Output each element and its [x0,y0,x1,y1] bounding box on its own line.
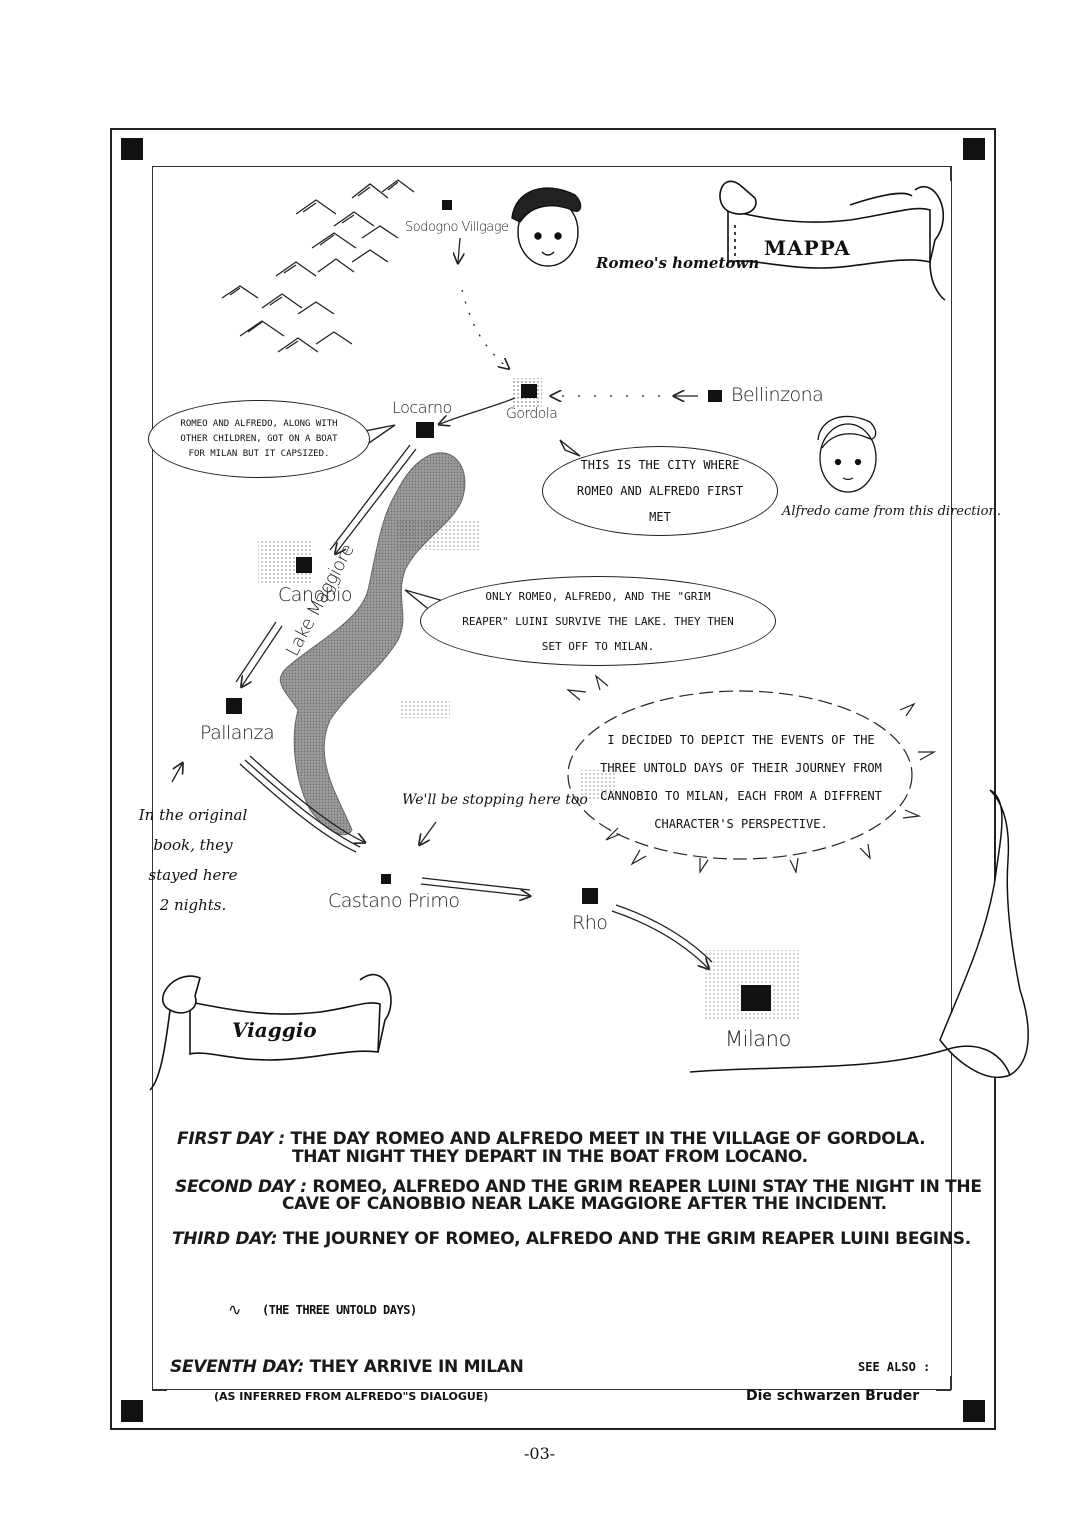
see-also-label: SEE ALSO : [858,1360,931,1374]
corner-hook-bl [152,1376,167,1391]
place-sodogno: Sodogno Villgage [405,220,509,235]
bubble-decided: I DECIDED TO DEPICT THE EVENTS OF THE TH… [600,733,882,831]
second-day-line2: CAVE OF CANOBBIO NEAR LAKE MAGGIORE AFTE… [282,1194,887,1214]
second-day-line1: SECOND DAY : ROMEO, ALFREDO AND THE GRIM… [175,1178,982,1196]
corner-ornament-br [963,1400,985,1422]
mountains [221,179,415,353]
city-markers [226,200,771,1011]
first-day-label: FIRST DAY : [177,1129,285,1149]
note-original-book-line: stayed here [148,866,238,884]
first-day-text: THE DAY ROMEO AND ALFREDO MEET IN THE VI… [290,1129,926,1149]
tilde-mark: ∿ [228,1300,242,1319]
see-also-title: Die schwarzen Bruder [746,1388,920,1404]
corner-ornament-tl [121,138,143,160]
place-rho: Rho [572,912,608,934]
banner-journey: Viaggio [232,1018,317,1042]
note-original-book-line: 2 nights. [159,896,227,914]
spiky-bubble-outline [566,674,937,874]
corner-ornament-bl [121,1400,143,1422]
scroll-ornament [689,789,1029,1078]
first-day-line2: THAT NIGHT THEY DEPART IN THE BOAT FROM … [292,1147,808,1167]
romeo-face [511,187,582,267]
viaggio-banner [149,973,392,1091]
inferred-note: (AS INFERRED FROM ALFREDO"S DIALOGUE) [214,1390,489,1403]
bubble-boat: ROMEO AND ALFREDO, ALONG WITH OTHER CHIL… [148,400,370,478]
page-frame-inner [152,166,952,1390]
seventh-day-text: THEY ARRIVE IN MILAN [309,1357,524,1377]
third-day-line: THIRD DAY: THE JOURNEY OF ROMEO, ALFREDO… [172,1230,971,1248]
page-number: -03- [524,1444,556,1463]
alfredo-face [817,415,877,493]
first-day-line1: FIRST DAY : THE DAY ROMEO AND ALFREDO ME… [177,1129,926,1149]
second-day-label: SECOND DAY : [175,1177,307,1197]
place-cannobio: Canobio [278,584,353,606]
note-original-book-line: In the original [138,806,248,824]
second-day-text: ROMEO, ALFREDO AND THE GRIM REAPER LUINI… [312,1177,982,1197]
corner-hook-tl [152,166,167,181]
place-gordola: Gordola [506,406,558,422]
note-original-book-line: book, they [153,836,233,854]
place-locarno: Locarno [392,398,452,417]
untold-days: (THE THREE UNTOLD DAYS) [262,1303,417,1317]
note-alfredo-direction: Alfredo came from this direction. [782,504,1001,519]
place-bellinzona: Bellinzona [731,384,824,406]
bubble-first-met: THIS IS THE CITY WHERE ROMEO AND ALFREDO… [542,446,778,536]
note-original-book: In the original book, they stayed here 2… [138,800,248,920]
place-milano: Milano [725,1027,791,1051]
third-day-text: THE JOURNEY OF ROMEO, ALFREDO AND THE GR… [282,1229,971,1249]
corner-hook-tr [936,166,951,181]
seventh-day-label: SEVENTH DAY: [170,1357,304,1377]
bubble-survive: ONLY ROMEO, ALFREDO, AND THE "GRIM REAPE… [420,576,776,666]
place-pallanza: Pallanza [200,722,275,744]
banner-title: MAPPA [764,236,851,260]
third-day-label: THIRD DAY: [172,1229,278,1249]
corner-hook-br [936,1376,951,1391]
corner-ornament-tr [963,138,985,160]
note-stopping-here: We'll be stopping here too [402,792,588,808]
seventh-day-line: SEVENTH DAY: THEY ARRIVE IN MILAN [170,1358,524,1376]
place-castano: Castano Primo [328,890,460,912]
mappa-banner [719,180,946,301]
note-romeo-hometown: Romeo's hometown [596,254,760,272]
